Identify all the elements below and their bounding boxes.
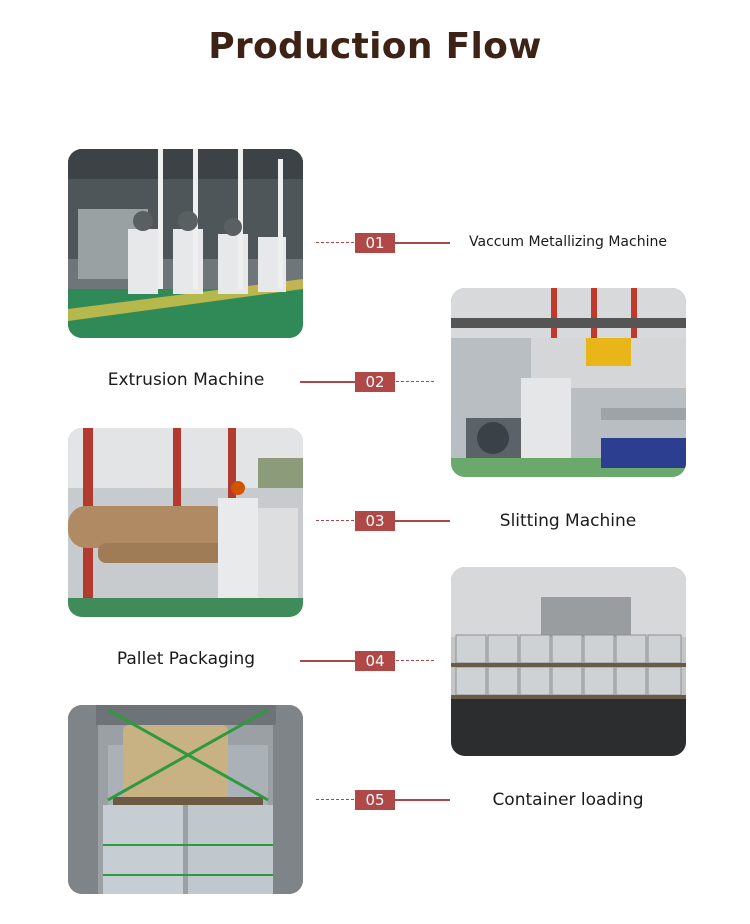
step-01-connector: 01: [316, 233, 452, 253]
step-label: Vaccum Metallizing Machine: [469, 234, 667, 250]
step-label: Extrusion Machine: [107, 370, 265, 390]
step-02-connector: 02: [300, 372, 436, 392]
step-label: Container loading: [492, 790, 644, 810]
step-number: 03: [355, 511, 395, 531]
step-label: Pallet Packaging: [116, 649, 256, 669]
step-04-connector: 04: [300, 651, 436, 671]
step-number: 04: [355, 651, 395, 671]
photo-pallet-packaging: [451, 567, 686, 756]
photo-container-loading: [68, 705, 303, 894]
page-title: Production Flow: [208, 26, 542, 67]
step-03-connector: 03: [316, 511, 452, 531]
photo-slitting-machine: [68, 428, 303, 617]
step-05-connector: 05: [316, 790, 452, 810]
step-label: Slitting Machine: [499, 511, 637, 531]
step-number: 02: [355, 372, 395, 392]
step-number: 05: [355, 790, 395, 810]
photo-extrusion-machine: [451, 288, 686, 477]
photo-vacuum-metallizing-machine: [68, 149, 303, 338]
step-number: 01: [355, 233, 395, 253]
